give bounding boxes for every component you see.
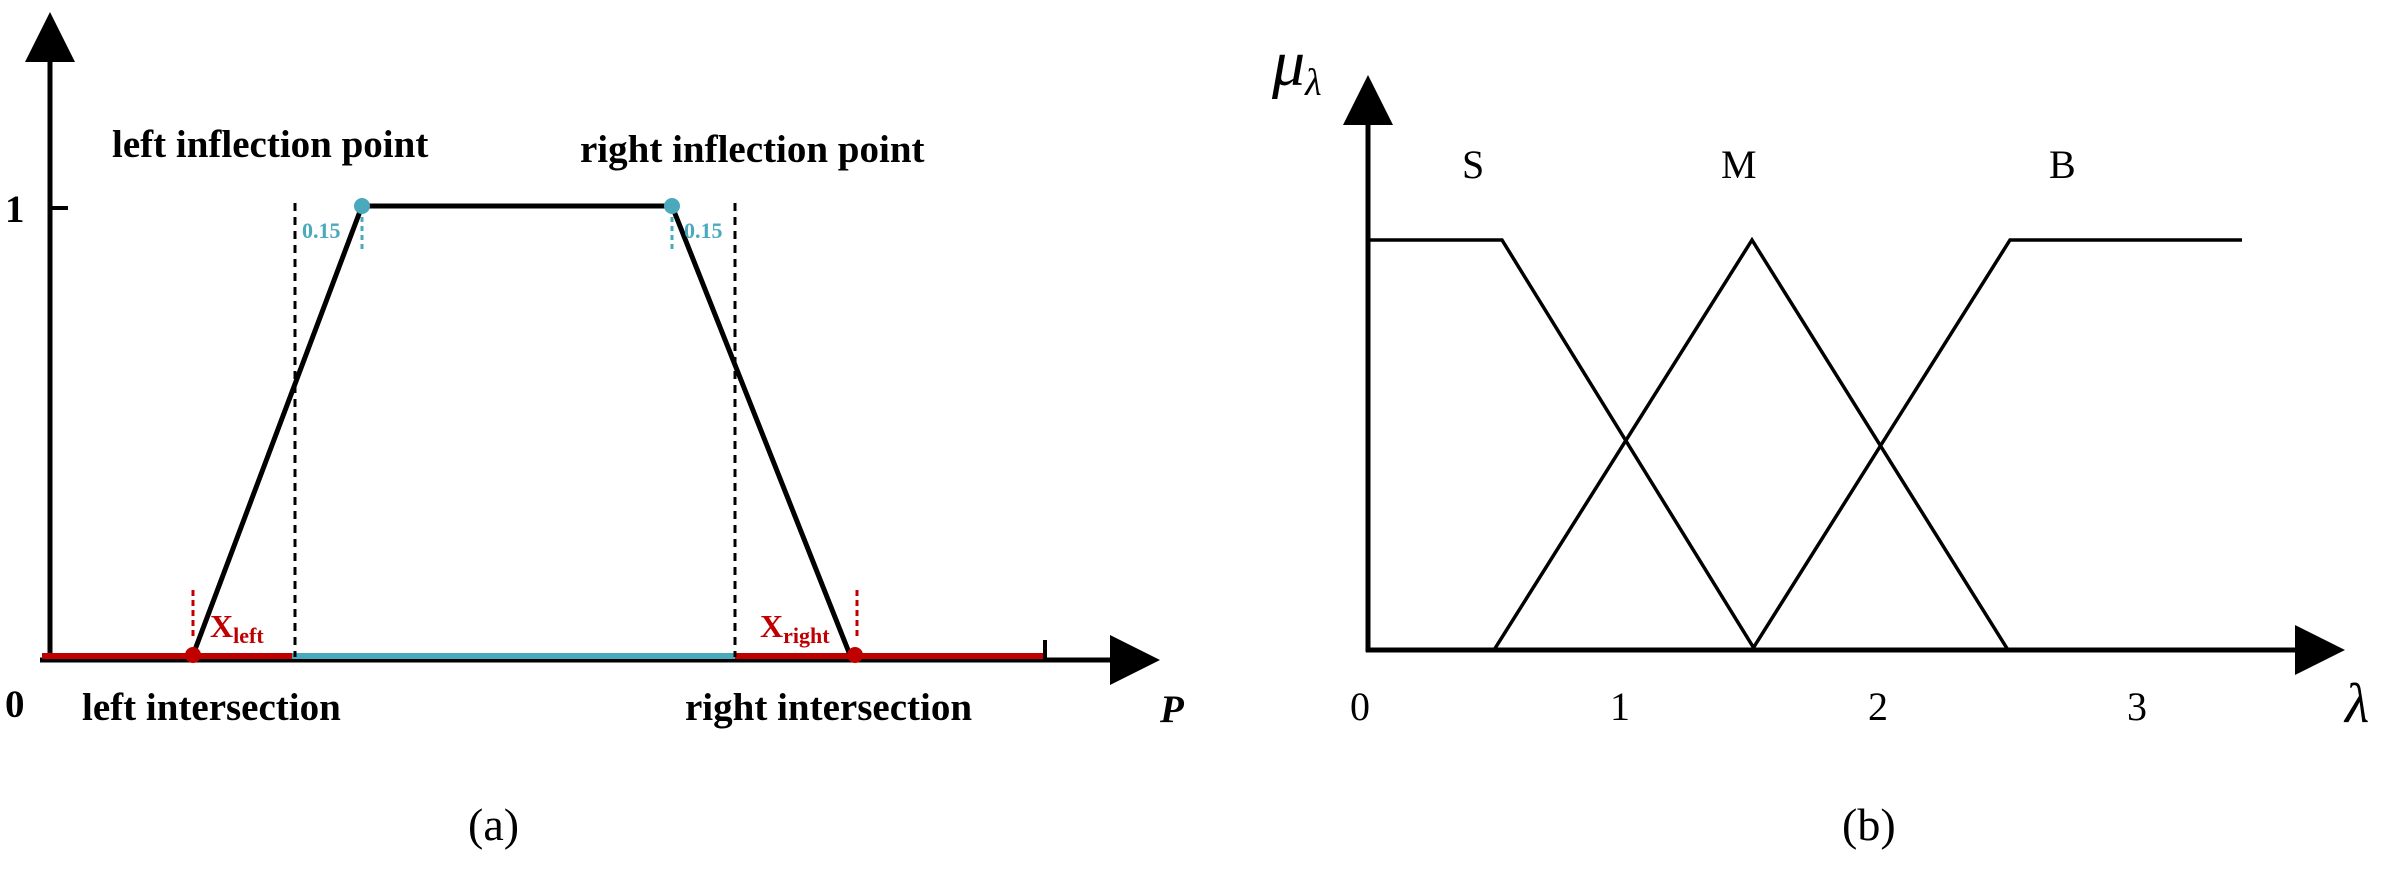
a-right-inflection-label: right inflection point: [580, 128, 925, 171]
b-x-tick-0: 0: [1350, 684, 1370, 729]
a-x-axis-label: P: [1159, 688, 1185, 731]
a-x-left-label: Xleft: [210, 608, 264, 648]
a-x-right-label: Xright: [760, 608, 830, 648]
panel-b: μλ λ S M B 0 1 2 3 (b): [1271, 27, 2369, 850]
b-x-axis-label: λ: [2343, 673, 2369, 735]
a-right-inflection-point: [664, 198, 680, 214]
a-offset-left-label: 0.15: [302, 218, 341, 243]
a-left-inflection-label: left inflection point: [112, 123, 428, 166]
a-left-inflection-point: [354, 198, 370, 214]
b-y-axis-label: μλ: [1271, 27, 1322, 104]
a-trapezoid-curve: [190, 203, 853, 656]
a-y-tick-label: 1: [5, 188, 25, 231]
b-x-tick-2: 2: [1868, 684, 1888, 729]
b-x-tick-1: 1: [1610, 684, 1630, 729]
b-mf-medium: [1492, 236, 2010, 651]
b-set-label-m: M: [1721, 142, 1757, 187]
b-set-label-b: B: [2049, 142, 2076, 187]
b-set-label-s: S: [1462, 142, 1484, 187]
a-left-intersection-label: left intersection: [82, 686, 341, 729]
b-mf-small: [1368, 238, 1757, 651]
a-right-intersection-point: [847, 647, 863, 663]
b-x-tick-3: 3: [2127, 684, 2147, 729]
b-mf-big: [1750, 238, 2242, 651]
a-caption: (a): [468, 799, 519, 850]
a-offset-right-label: 0.15: [684, 218, 723, 243]
a-left-intersection-point: [185, 647, 201, 663]
a-right-intersection-label: right intersection: [685, 686, 972, 729]
panel-a: 1 0 P 0.15 0.15 Xleft Xright: [5, 12, 1185, 850]
b-caption: (b): [1842, 799, 1896, 850]
a-origin-label: 0: [5, 683, 25, 726]
